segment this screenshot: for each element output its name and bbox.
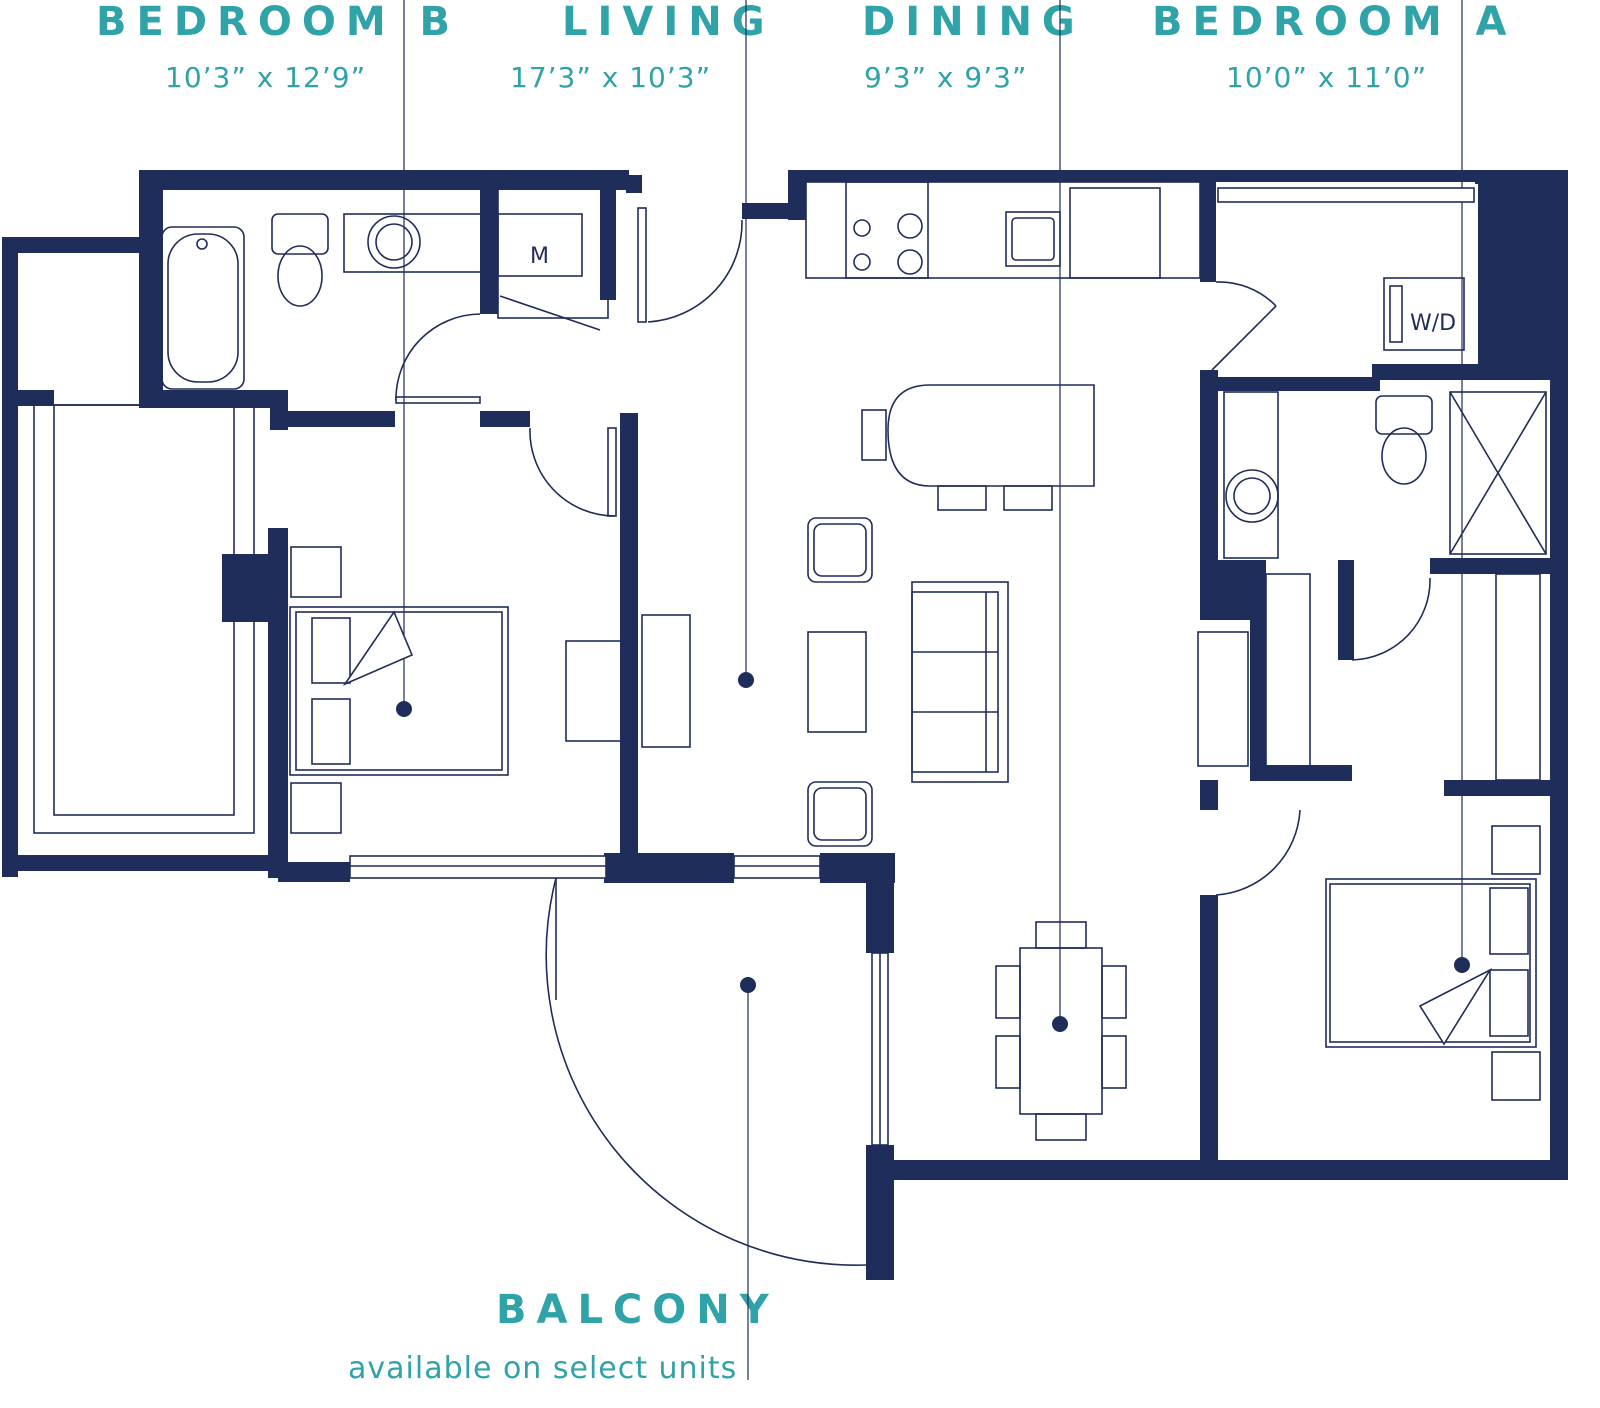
windows	[33, 187, 1475, 1146]
chair	[1035, 1113, 1087, 1141]
dining-marker	[1052, 1016, 1068, 1032]
kitchen-sink	[1005, 211, 1061, 267]
bedroom-a-dimensions: 10’0” x 11’0”	[1226, 61, 1428, 94]
bathroom-b-fixtures: M	[161, 213, 583, 390]
sofa	[911, 581, 1009, 783]
dresser	[565, 640, 623, 742]
shower	[1449, 391, 1547, 555]
pillow	[311, 617, 351, 684]
bedroom-a-marker	[1454, 957, 1470, 973]
balcony-availability-note: available on select units	[348, 1351, 738, 1386]
vanity-b	[343, 213, 483, 273]
bed-b	[289, 606, 509, 776]
chair	[995, 965, 1021, 1019]
pillow	[311, 698, 351, 765]
counter	[805, 181, 1201, 279]
bed-a	[1325, 878, 1537, 1048]
bedroom-a-furniture	[1325, 825, 1541, 1101]
sink-b	[367, 215, 421, 269]
toilet-a	[1375, 395, 1433, 435]
kitchen-fixtures	[805, 181, 1201, 511]
toilet-b	[271, 213, 329, 255]
tv-stand	[641, 614, 691, 748]
nightstand	[290, 782, 342, 834]
room-markers	[396, 672, 1470, 1032]
chair	[995, 1035, 1021, 1089]
living-dimensions: 17’3” x 10’3”	[510, 61, 712, 94]
living-title: LIVING	[562, 0, 775, 45]
nightstand	[290, 546, 342, 598]
balcony-title: BALCONY	[496, 1287, 779, 1333]
coffee-table	[807, 631, 867, 733]
chair	[1101, 965, 1127, 1019]
stool	[937, 485, 987, 511]
bedroom-b-furniture	[289, 546, 623, 834]
bedroom-b-marker	[396, 701, 412, 717]
stool	[861, 409, 887, 461]
sink-a	[1225, 469, 1279, 523]
washer-dryer	[1383, 277, 1465, 351]
armchair	[807, 517, 873, 583]
pillow	[1489, 969, 1529, 1037]
bedroom-b-title: BEDROOM B	[96, 0, 461, 45]
bathtub	[161, 226, 245, 390]
living-furniture	[641, 517, 1009, 847]
stove	[845, 181, 929, 279]
armchair	[807, 781, 873, 847]
laundry-ensuite-fixtures: W/D	[1197, 277, 1547, 781]
fridge	[1069, 187, 1161, 279]
dining-dimensions: 9’3” x 9’3”	[864, 61, 1028, 94]
chair	[1101, 1035, 1127, 1089]
bedroom-a-title: BEDROOM A	[1152, 0, 1517, 45]
nightstand	[1491, 825, 1541, 875]
pillow	[1489, 887, 1529, 955]
washer-dryer-label: W/D	[1410, 311, 1456, 336]
vanity-a	[1223, 391, 1279, 559]
balcony-marker	[740, 977, 756, 993]
dining-title: DINING	[862, 0, 1085, 45]
walls	[2, 170, 1568, 1280]
mechanical-label: M	[530, 244, 549, 269]
dining-furniture	[995, 921, 1127, 1141]
mechanical-closet	[497, 213, 583, 277]
nightstand	[1491, 1051, 1541, 1101]
island	[887, 384, 1095, 487]
closet	[1495, 573, 1541, 781]
bedroom-b-dimensions: 10’3” x 12’9”	[165, 61, 367, 94]
dresser-a	[1197, 631, 1249, 767]
chair	[1035, 921, 1087, 949]
door-swings	[395, 187, 1431, 1266]
closet	[1265, 573, 1311, 767]
living-marker	[738, 672, 754, 688]
stool	[1003, 485, 1053, 511]
